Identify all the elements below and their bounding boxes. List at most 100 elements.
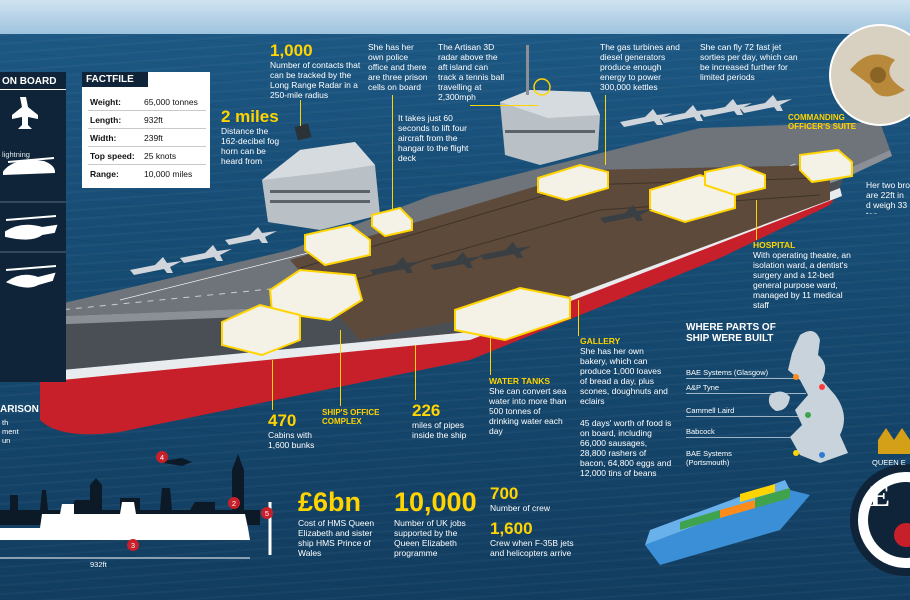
skyline-length-label: 932ft — [90, 560, 107, 569]
jobs-text: Number of UK jobs supported by the Queen… — [394, 518, 466, 558]
cost-number: £6bn — [298, 487, 362, 517]
legend-line — [686, 378, 806, 379]
factfile-value: 239ft — [144, 133, 163, 143]
comparison-line-3: un — [2, 436, 11, 445]
callout-line — [300, 100, 301, 126]
plane-icon — [158, 458, 192, 466]
city-skyline — [0, 454, 260, 525]
factfile-value: 10,000 miles — [144, 169, 193, 179]
callout-line — [415, 345, 416, 400]
callout-line — [470, 105, 538, 106]
contacts-text: Number of contacts that can be tracked b… — [270, 60, 361, 100]
propellers-text: Her two bro are 22ft in d weigh 33 ton — [866, 180, 910, 214]
hospital-text: With operating theatre, an isolation war… — [753, 250, 851, 310]
gallery-text: She has her own bakery, which can produc… — [580, 346, 668, 406]
callout-line — [490, 335, 491, 375]
onboard-label-lightning: lightning — [2, 150, 30, 159]
onboard-title: ON BOARD — [0, 74, 66, 90]
chinook-helicopter-icon — [3, 157, 56, 176]
skyline-marker: 2 — [231, 499, 237, 508]
crew-full-number: 1,600 — [490, 519, 533, 538]
pipes-number: 226 — [412, 401, 441, 420]
factfile-key: Width: — [90, 133, 117, 143]
deck-aircraft — [130, 95, 792, 275]
factfile-row-weight: Weight: 65,000 tonnes — [88, 94, 206, 111]
food-text: 45 days' worth of food is on board, incl… — [580, 418, 672, 478]
callout-line — [392, 95, 393, 210]
jet-icon — [12, 97, 38, 129]
callout-line — [578, 300, 579, 336]
crew-text: Number of crew — [490, 503, 550, 513]
factfile-box — [82, 72, 210, 188]
callout-line — [340, 330, 341, 406]
gallery-title: GALLERY — [580, 336, 621, 346]
factfile-title: FACTFILE — [82, 72, 148, 88]
factfile-key: Length: — [90, 115, 122, 125]
hull-red — [40, 185, 840, 435]
cabins-text: Cabins with 1,600 bunks — [268, 430, 315, 450]
pipes-text: miles of pipes inside the ship — [412, 420, 467, 440]
comparison-line-1: th — [2, 418, 9, 427]
crest-text: QUEEN E — [872, 458, 906, 467]
cabins-number: 470 — [268, 411, 297, 430]
lift-text: It takes just 60 seconds to lift four ai… — [398, 113, 469, 163]
ship-silhouette — [0, 502, 250, 540]
skyline-marker: 5 — [264, 509, 270, 518]
factfile-row-length: Length: 932ft — [88, 112, 206, 129]
jobs-number: 10,000 — [394, 487, 477, 517]
built-place-2: A&P Tyne — [686, 383, 720, 392]
size-comparison-skyline — [0, 451, 273, 559]
merlin-helicopter-icon — [5, 215, 58, 240]
contacts-number: 1,000 — [270, 41, 313, 60]
comparison-title: ARISON — [0, 404, 39, 415]
crest-letter: E — [870, 480, 891, 513]
legend-line — [686, 437, 806, 438]
water-title: WATER TANKS — [489, 376, 551, 386]
commanding-title: COMMANDING OFFICER'S SUITE — [788, 113, 857, 131]
factfile-key: Range: — [90, 169, 119, 179]
sky — [0, 0, 910, 34]
hospital-title: HOSPITAL — [753, 240, 796, 250]
police-office-text: She has her own police office and there … — [368, 42, 428, 92]
cost-text: Cost of HMS Queen Elizabeth and sister s… — [298, 518, 375, 558]
built-place-5: BAE Systems (Portsmouth) — [686, 449, 732, 467]
factfile-row-range: Range: 10,000 miles — [88, 166, 206, 183]
parts-built-title: WHERE PARTS OF SHIP WERE BUILT — [686, 322, 776, 344]
callout-line — [272, 360, 273, 410]
factfile-key: Top speed: — [90, 151, 135, 161]
factfile-key: Weight: — [90, 97, 122, 107]
skyline-marker: 4 — [159, 453, 165, 462]
ship-crest — [850, 428, 910, 576]
compartment-boxes — [221, 148, 853, 357]
turbines-text: The gas turbines and diesel generators p… — [600, 42, 680, 92]
sorties-text: She can fly 72 fast jet sorties per day,… — [700, 42, 798, 82]
callout-line — [756, 200, 757, 240]
ship-blocks-diagram — [645, 480, 810, 565]
comparison-line-2: ment — [2, 427, 19, 436]
legend-line — [686, 393, 806, 394]
foghorn-text: Distance the 162-decibel fog horn can be… — [221, 126, 280, 166]
crew-full-text: Crew when F-35B jets and helicopters arr… — [490, 538, 574, 558]
factfile-row-width: Width: 239ft — [88, 130, 206, 147]
crew-number: 700 — [490, 484, 519, 503]
built-place-1: BAE Systems (Glasgow) — [686, 368, 769, 377]
hull-side — [10, 170, 845, 372]
water-text: She can convert sea water into more than… — [489, 386, 567, 436]
foghorn-number: 2 miles — [221, 107, 279, 126]
hangar-aircraft — [370, 205, 652, 275]
ship-office-title: SHIP'S OFFICE COMPLEX — [322, 408, 380, 426]
apache-helicopter-icon — [5, 265, 57, 288]
factfile-value: 25 knots — [144, 151, 177, 161]
onboard-icons — [0, 97, 66, 288]
skyline-marker: 3 — [130, 541, 136, 550]
callout-line — [605, 95, 606, 165]
legend-line — [686, 416, 806, 417]
built-place-4: Babcock — [686, 427, 715, 436]
factfile-row-speed: Top speed: 25 knots — [88, 148, 206, 165]
radar-text: The Artisan 3D radar above the aft islan… — [438, 42, 505, 102]
factfile-value: 932ft — [144, 115, 163, 125]
built-place-3: Cammell Laird — [686, 406, 735, 415]
factfile-value: 65,000 tonnes — [144, 97, 198, 107]
uk-map — [768, 331, 848, 463]
